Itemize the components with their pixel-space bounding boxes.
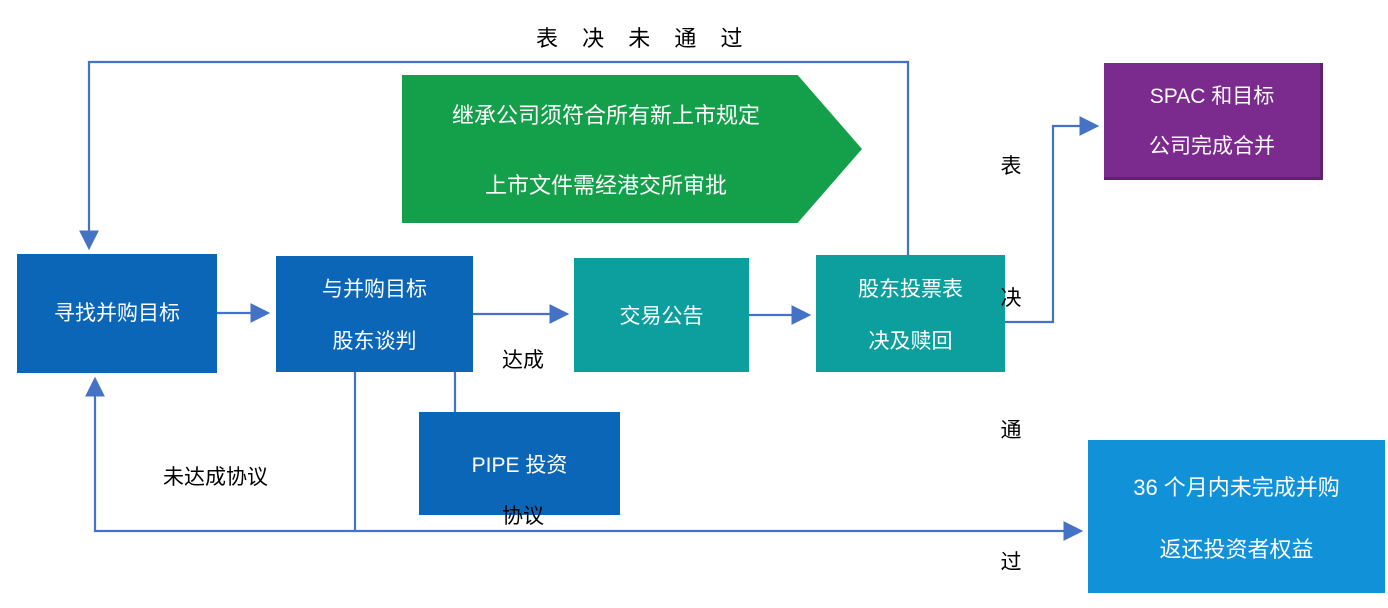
edge-label-vote-passed: 表 决 通 过 [995, 57, 1027, 608]
node-transaction-announcement[interactable]: 交易公告 [574, 258, 749, 372]
shareholder-vote-line-1: 股东投票表 [858, 277, 963, 301]
negotiate-line-1: 与并购目标 [322, 278, 427, 301]
merge-complete-line-1: SPAC 和目标 [1149, 85, 1275, 108]
node-merge-complete[interactable]: SPAC 和目标 公司完成合并 [1104, 63, 1323, 180]
node-find-target[interactable]: 寻找并购目标 [17, 254, 217, 373]
negotiate-line-2: 股东谈判 [332, 330, 417, 353]
node-listing-rules[interactable]: 继承公司须符合所有新上市规定 上市文件需经港交所审批 [402, 75, 862, 223]
merge-complete-line-2: 公司完成合并 [1149, 135, 1275, 158]
find-target-label: 寻找并购目标 [54, 302, 180, 325]
node-negotiate[interactable]: 与并购目标 股东谈判 [276, 256, 473, 372]
node-pipe-investment[interactable]: PIPE 投资 [419, 412, 620, 515]
edge-label-deal-reached: 达成 协议 [496, 231, 550, 608]
announcement-label: 交易公告 [619, 305, 704, 328]
edge-no-deal-return [85, 376, 355, 533]
vote-passed-char-2: 决 [1000, 287, 1022, 310]
vote-passed-char-3: 通 [1000, 419, 1022, 442]
node-fail-36-months[interactable]: 36 个月内未完成并购 返还投资者权益 [1088, 440, 1385, 593]
deal-reached-line-1: 达成 [502, 349, 544, 372]
listing-rules-line-1: 继承公司须符合所有新上市规定 [451, 103, 760, 128]
fail-36-line-1: 36 个月内未完成并购 [1133, 474, 1340, 500]
vote-passed-char-4: 过 [1000, 551, 1022, 574]
edge-label-vote-failed: 表 决 未 通 过 [536, 26, 752, 51]
deal-reached-line-2: 协议 [502, 505, 544, 528]
node-shareholder-vote[interactable]: 股东投票表 决及赎回 [816, 255, 1005, 372]
listing-rules-line-2: 上市文件需经港交所审批 [484, 173, 727, 198]
fail-36-line-2: 返还投资者权益 [1159, 536, 1314, 562]
pipe-label: PIPE 投资 [471, 453, 568, 477]
shareholder-vote-line-2: 决及赎回 [868, 329, 953, 353]
vote-passed-char-1: 表 [1000, 155, 1022, 178]
edge-label-no-deal: 未达成协议 [163, 466, 268, 489]
